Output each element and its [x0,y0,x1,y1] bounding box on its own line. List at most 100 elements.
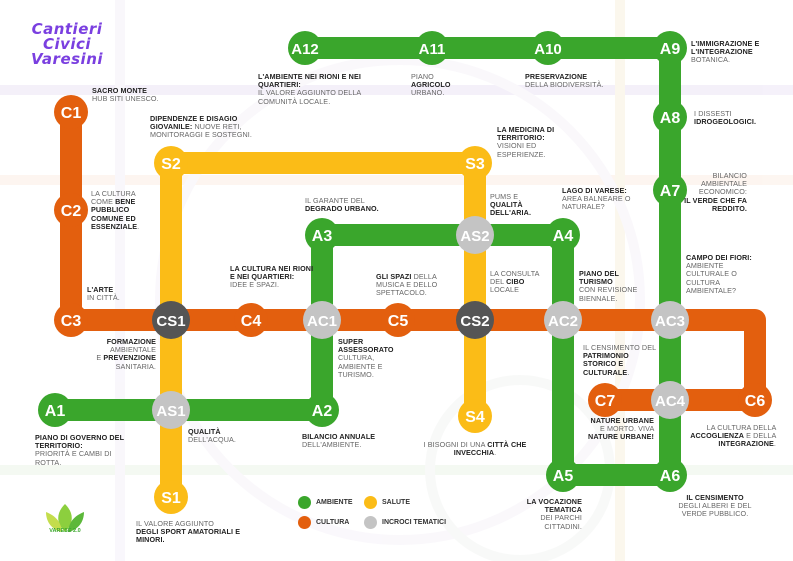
label-cs1: Formazioneambientalee prevenzionesanitar… [96,337,156,371]
label-c6: La cultura della accoglienza e della int… [690,423,776,449]
station-ac1-label: AC1 [307,313,337,330]
station-as2-label: AS2 [460,228,489,245]
station-a12-label: A12 [291,41,319,58]
station-a4-label: A4 [553,228,574,245]
station-c3[interactable]: C3 [54,303,88,337]
label-as1: Qualitàdell'acqua. [188,427,237,445]
legend-salute-swatch [364,496,377,509]
station-a3[interactable]: A3 [305,218,339,252]
logo-leaves-icon [46,504,84,532]
map-title: Cantieri Civici Varesini [22,22,112,67]
station-a5-label: A5 [553,468,574,485]
label-a8: I dissestiidrogeologici. [694,109,757,127]
label-ac1: Super assessoratocultura, ambiente e tur… [338,337,394,379]
station-a9-label: A9 [660,41,681,58]
label-a10: Preservazionedella biodiversità. [525,72,604,90]
station-c1[interactable]: C1 [54,95,88,129]
station-a11[interactable]: A11 [415,31,449,65]
station-a7-label: A7 [660,183,681,200]
station-s4-label: S4 [465,409,485,426]
station-c3-label: C3 [61,313,82,330]
legend-incroci-swatch [364,516,377,529]
station-ac3[interactable]: AC3 [651,301,689,339]
station-c7[interactable]: C7 [588,383,622,417]
station-a1[interactable]: A1 [38,393,72,427]
station-as2[interactable]: AS2 [456,216,494,254]
legend-cultura-swatch [298,516,311,529]
legend-ambiente-swatch [298,496,311,509]
station-ac2-label: AC2 [548,313,578,330]
station-c5-label: C5 [388,313,409,330]
station-cs2[interactable]: CS2 [456,301,494,339]
label-patrimonio: Il censimento del patrimonio storico e c… [583,343,656,377]
legend-salute: Salute [364,496,410,509]
station-s1-label: S1 [161,490,181,507]
station-c6-label: C6 [745,393,766,410]
label-c2: La cultura come bene pubblico comune ed … [91,189,140,231]
station-as1[interactable]: AS1 [152,391,190,429]
station-s3[interactable]: S3 [458,146,492,180]
station-ac4-label: AC4 [655,393,686,410]
station-a1-label: A1 [45,403,66,420]
label-a9: L'immigrazione e l'integrazionebotanica. [691,39,760,65]
station-a4[interactable]: A4 [546,218,580,252]
station-a6[interactable]: A6 [653,458,687,492]
label-a1: Piano di governo del territorio:priorità… [35,433,124,467]
station-a5[interactable]: A5 [546,458,580,492]
station-a8[interactable]: A8 [653,100,687,134]
station-s3-label: S3 [465,156,485,173]
station-a10[interactable]: A10 [531,31,565,65]
station-a6-label: A6 [660,468,681,485]
label-sacro-monte: Sacro MonteHub siti Unesco. [92,86,159,104]
station-cs1-label: CS1 [156,313,185,330]
station-s4[interactable]: S4 [458,399,492,433]
label-s1: Il valore aggiuntodegli sport amatoriali… [136,519,241,545]
station-c6[interactable]: C6 [738,383,772,417]
station-s2[interactable]: S2 [154,146,188,180]
station-a2[interactable]: A2 [305,393,339,427]
label-a11: Pianoagricolourbano. [411,72,451,98]
title-line-1: Cantieri [31,20,103,38]
label-a2: Bilancio annualedell'ambiente. [302,432,376,450]
label-ac3: Campo dei fiori:ambiente culturale o cul… [686,253,752,295]
label-as2: Pums equalità dell'aria. [490,192,532,218]
station-a9[interactable]: A9 [653,31,687,65]
station-a3-label: A3 [312,228,333,245]
station-cs2-label: CS2 [460,313,489,330]
legend-incroci: Incroci tematici [364,516,446,529]
title-line-3: Varesini [30,50,104,68]
station-ac4[interactable]: AC4 [651,381,689,419]
station-as1-label: AS1 [156,403,185,420]
station-c1-label: C1 [61,105,82,122]
logo-text: VARESE 2.0 [49,528,81,534]
station-c5[interactable]: C5 [381,303,415,337]
station-ac1[interactable]: AC1 [303,301,341,339]
station-a7[interactable]: A7 [653,173,687,207]
station-c7-label: C7 [595,393,616,410]
label-a4: Lago di Varese:area balneare o naturale? [562,186,631,212]
station-s1[interactable]: S1 [154,480,188,514]
legend-ambiente: Ambiente [298,496,353,509]
station-c4[interactable]: C4 [234,303,268,337]
label-s3: La medicina di territorio:visioni ed esp… [497,125,555,159]
station-c2[interactable]: C2 [54,193,88,227]
station-a2-label: A2 [312,403,333,420]
station-ac2[interactable]: AC2 [544,301,582,339]
station-a10-label: A10 [534,41,562,58]
label-c4: La cultura nei rioni e nei quartieri:ide… [230,264,314,290]
station-cs1[interactable]: CS1 [152,301,190,339]
station-ac3-label: AC3 [655,313,685,330]
station-a12[interactable]: A12 [288,31,322,65]
label-a5: La vocazione tematicadei parchi cittadin… [526,497,582,531]
label-s4: I bisogni di una città che invecchia. [423,440,527,458]
label-c5: Gli spazi della musica e dello spettacol… [376,272,438,298]
legend-cultura: Cultura [298,516,349,529]
label-a7: Bilancio ambientale economico:il verde c… [684,171,747,213]
line-cultura [60,101,766,411]
station-a11-label: A11 [419,41,446,58]
legend: Ambiente Salute Cultura Incroci tematici [298,496,458,532]
label-a3: Il garante deldegrado urbano. [305,196,379,214]
title-line-2: Civici [42,35,92,53]
label-a12: L'ambiente nei rioni e nei quartieri:il … [258,72,361,106]
